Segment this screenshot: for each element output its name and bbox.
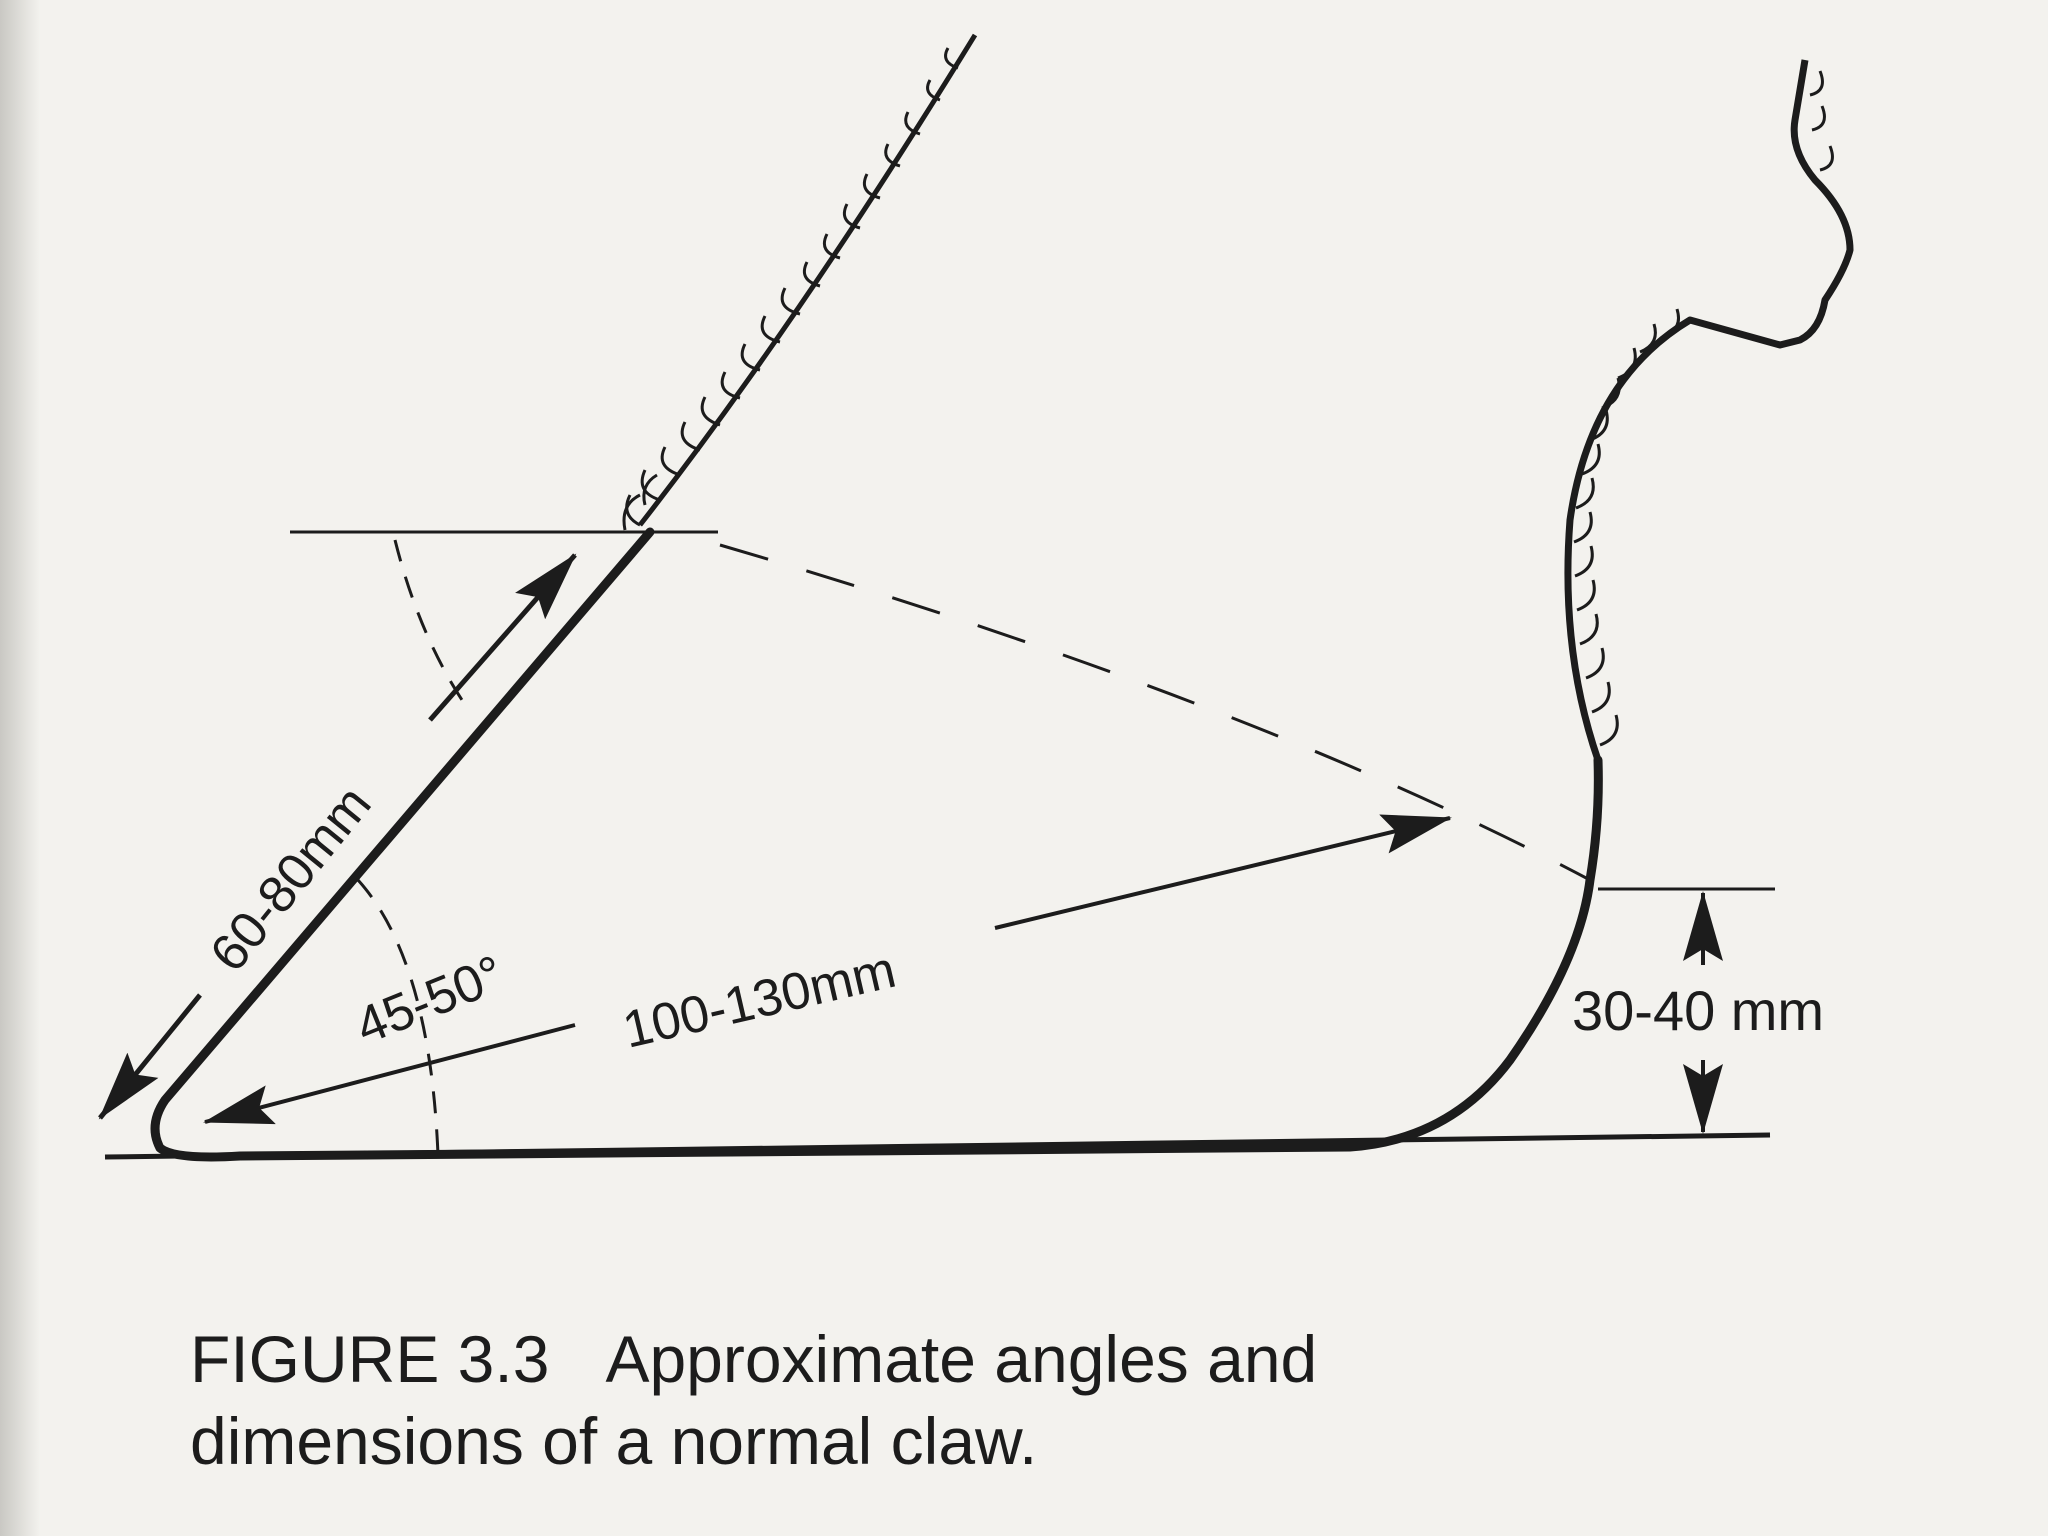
angle-label: 45-50° [348,945,512,1056]
page-edge-shadow [0,0,40,1536]
claw-outline [150,527,1603,1162]
toe-length-arrow-lower [98,993,202,1120]
angle-arc-upper [393,539,472,713]
toe-length-arrow-upper [428,553,577,722]
dashed-arc [719,543,1591,882]
angle-arc-lower [356,878,440,1156]
figure-caption: FIGURE 3.3 Approximate angles and dimensi… [190,1318,1890,1482]
hair-hatching-heel [1573,70,1834,747]
skin-line-heel [1564,59,1854,762]
heel-height-label: 30-40 mm [1572,979,1824,1042]
sole-length-arrow-left [203,1023,576,1125]
hair-hatching-front [622,47,959,531]
sole-length-arrow-right [994,814,1452,930]
skin-line-front [638,33,978,527]
caption-line-1: Approximate angles and [605,1322,1318,1396]
figure-number: FIGURE 3.3 [190,1322,550,1396]
caption-line-2: dimensions of a normal claw. [190,1404,1038,1478]
sole-length-label: 100-130mm [618,941,901,1060]
